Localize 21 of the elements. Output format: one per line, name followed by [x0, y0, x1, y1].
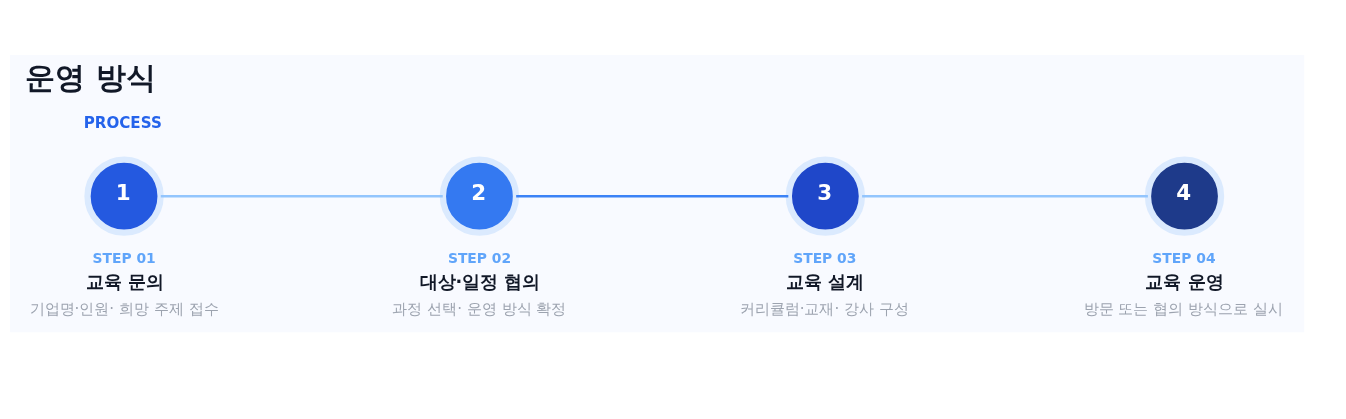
node-label: 교육 운영	[1145, 272, 1224, 293]
node-label: 대상·일정 협의	[419, 272, 541, 293]
node-label: 교육 설계	[786, 272, 865, 293]
node-label: STEP 02	[447, 249, 512, 266]
node-label: 방문 또는 협의 방식으로 실시	[1083, 300, 1283, 319]
node-label: 기업명·인원· 희망 주제 접수	[29, 300, 219, 319]
node-circle: 1	[84, 156, 164, 236]
node-circle: 3	[785, 156, 866, 236]
connector	[862, 194, 1148, 198]
label: PROCESS	[83, 114, 162, 133]
node-label: 커리큘럼·교재· 강사 구성	[739, 300, 909, 319]
connector	[160, 194, 443, 198]
node-circle: 2	[439, 156, 520, 236]
node-label: 과정 선택· 운영 방식 확정	[392, 300, 567, 319]
node-label: STEP 01	[92, 249, 156, 266]
connector	[516, 194, 789, 198]
node-circle: 4	[1144, 156, 1225, 236]
node-label: STEP 03	[793, 249, 857, 266]
node-label: STEP 04	[1152, 249, 1216, 266]
node-label: 교육 문의	[85, 272, 164, 293]
diagram-title: 운영 방식	[25, 60, 156, 96]
